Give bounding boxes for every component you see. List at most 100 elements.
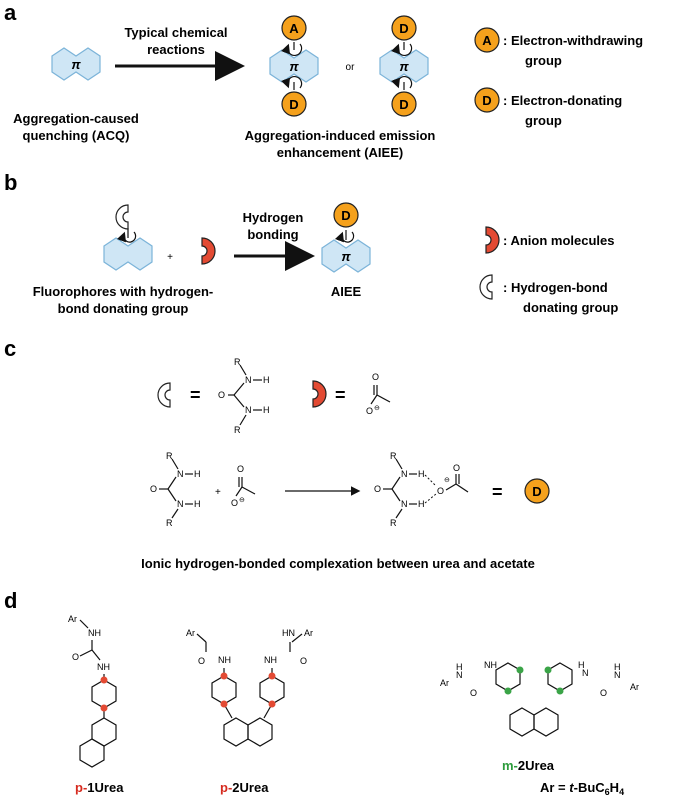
svg-text:O: O [600,688,607,698]
reaction-arrow-label-line1: Typical chemical [124,25,227,40]
svg-text:π: π [399,59,409,74]
para-marker [100,704,108,712]
svg-text:NH: NH [264,655,277,665]
svg-text:: Anion molecules: : Anion molecules [503,233,614,248]
svg-text:π: π [341,249,351,264]
acq-label-line1: Aggregation-caused [13,111,139,126]
p-2urea-structure: Ar O NH Ar HN O NH [186,628,313,747]
plus-sign-c: + [215,487,221,498]
svg-text:A: A [289,21,299,36]
aiee-structure-2: π D D [379,15,429,117]
svg-text:A: A [482,33,492,48]
panel-a-label: a [4,0,17,25]
hb-fluorophore [103,204,153,271]
acetate-structure-top: O O ⊖ [366,372,391,416]
svg-text:O: O [366,406,373,416]
equals-2: = [335,385,346,405]
svg-text:H: H [263,375,270,385]
para-marker [100,676,108,684]
svg-text:O: O [437,486,444,496]
svg-text:O: O [150,484,157,494]
svg-text:H: H [418,469,425,479]
plus-sign: + [167,252,173,263]
reaction-arrow-label-line2: reactions [147,42,205,57]
p-1urea-structure: Ar NH O NH [68,614,117,768]
panel-b-label: b [4,170,17,195]
legend-donor: D : Electron-donating group [474,87,622,128]
equals-3: = [492,482,503,502]
p-1urea-label: p-1Urea [75,780,124,795]
hb-arrow-label-line1: Hydrogen [243,210,304,225]
svg-text:N: N [401,469,408,479]
acq-fluorophore: π [51,47,101,81]
aiee-label-line1: Aggregation-induced emission [245,128,436,143]
acceptor-group [281,15,307,41]
donor-group-bottom [391,91,417,117]
svg-text:O: O [300,656,307,666]
donor-group [281,91,307,117]
svg-text:H: H [578,660,585,670]
acq-label-line2: quenching (ACQ) [23,128,130,143]
acetate-structure-reactant: O O ⊖ [231,464,256,508]
aiee-structure-1: π A D [269,15,319,117]
svg-text:: Electron-donating: : Electron-donating [503,93,622,108]
svg-text:⊖: ⊖ [374,405,380,412]
svg-text:H: H [456,662,463,672]
svg-text:O: O [470,688,477,698]
svg-text:R: R [390,518,397,528]
svg-text:N: N [614,670,621,680]
svg-text:donating group: donating group [523,300,618,315]
anion-symbol [312,380,327,408]
svg-text:H: H [418,499,425,509]
or-text: or [346,62,356,73]
anion-shape [201,237,216,265]
svg-text:N: N [401,499,408,509]
svg-text:⊖: ⊖ [239,497,245,504]
svg-text:group: group [525,53,562,68]
svg-text:: Electron-withdrawing: : Electron-withdrawing [503,33,643,48]
svg-text:HN: HN [282,628,295,638]
svg-text:O: O [231,498,238,508]
legend-hb-donor: : Hydrogen-bond donating group [479,274,618,315]
aiee-complex: π D [321,202,371,273]
svg-text:NH: NH [218,655,231,665]
m-2urea-structure: Ar H N O NH H N O H N Ar [440,660,639,737]
hb-donor-shape [115,204,129,230]
svg-text:Ar: Ar [186,628,195,638]
svg-text:N: N [582,668,589,678]
equals-1: = [190,385,201,405]
p-2urea-label: p-2Urea [220,780,269,795]
svg-text:N: N [245,405,252,415]
panel-c-label: c [4,336,16,361]
urea-acetate-complex: O N N H H R R O ⊖ O [374,451,469,528]
svg-text:H: H [194,499,201,509]
svg-text:NH: NH [484,660,497,670]
svg-text:R: R [234,357,241,367]
ar-definition: Ar = t-BuC6H4 [540,780,624,797]
svg-text:D: D [399,21,408,36]
svg-text:: Hydrogen-bond: : Hydrogen-bond [503,280,608,295]
svg-text:D: D [482,93,491,108]
svg-text:O: O [218,390,225,400]
svg-text:NH: NH [97,662,110,672]
legend-acceptor: A : Electron-withdrawing group [474,27,643,68]
svg-text:R: R [166,518,173,528]
svg-text:H: H [263,405,270,415]
svg-text:O: O [374,484,381,494]
svg-text:NH: NH [88,628,101,638]
pi-symbol: π [71,57,81,72]
legend-anion: : Anion molecules [485,226,614,254]
m-2urea-label: m-2Urea [502,758,555,773]
aiee-b-label: AIEE [331,284,362,299]
svg-text:Ar: Ar [440,678,449,688]
svg-text:π: π [289,59,299,74]
hb-donor-symbol [157,382,171,408]
complex-donor-symbol [524,478,550,504]
donor-group-top [391,15,417,41]
svg-text:⊖: ⊖ [444,477,450,484]
fluorophore-label-line1: Fluorophores with hydrogen- [33,284,214,299]
naphthalene-shape [51,47,101,81]
svg-text:R: R [166,451,173,461]
svg-text:group: group [525,113,562,128]
svg-text:H: H [194,469,201,479]
